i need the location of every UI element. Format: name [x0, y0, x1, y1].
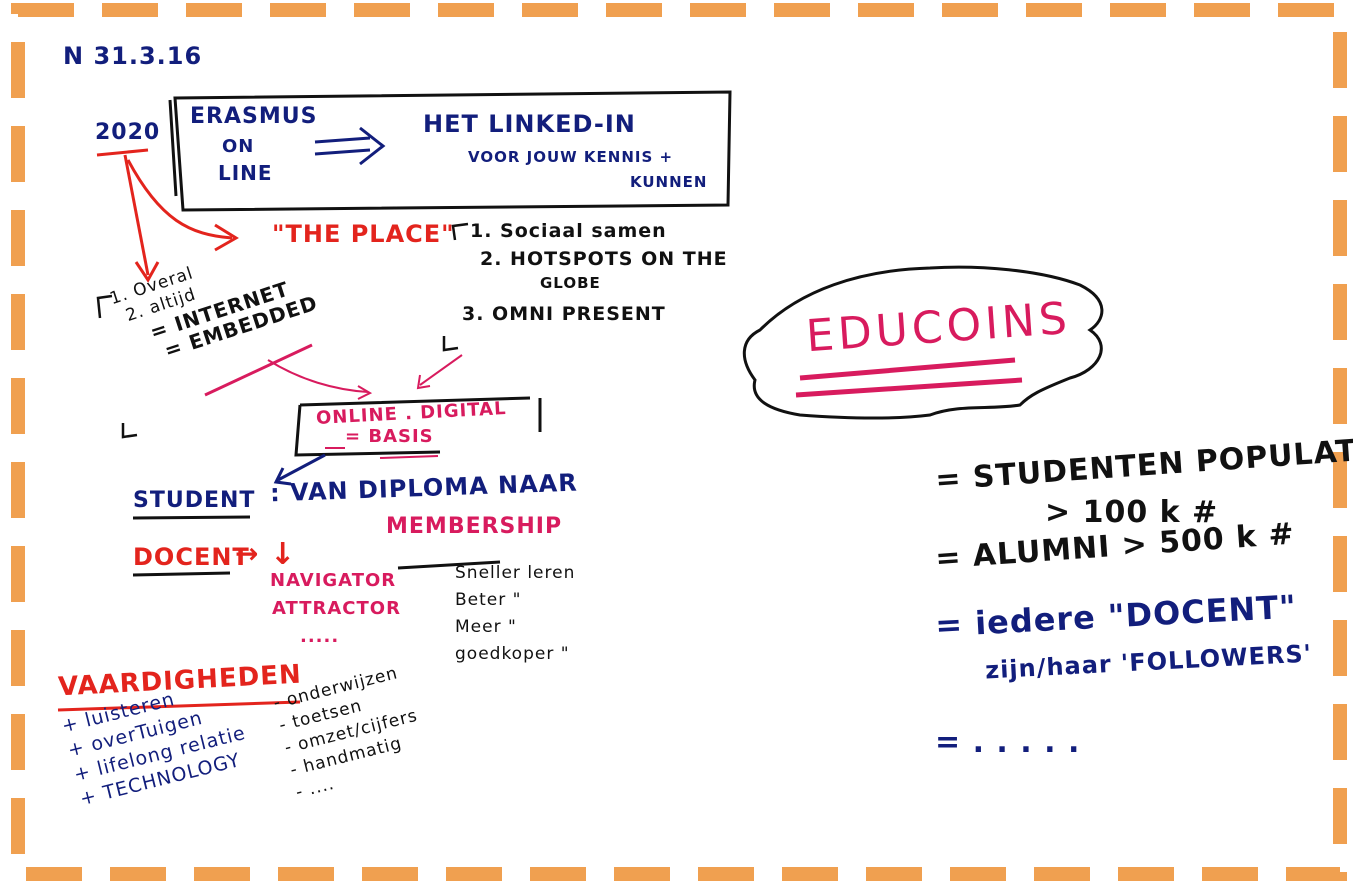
docent-dots: .....: [300, 626, 340, 647]
attractor-label: ATTRACTOR: [272, 598, 401, 619]
right-arrow-icon: →: [235, 537, 259, 570]
the-place-label: "THE PLACE": [272, 220, 455, 248]
linkedin-sub2: KUNNEN: [630, 173, 708, 191]
student-label: STUDENT: [133, 488, 256, 513]
place-item-1: 1. Sociaal samen: [470, 220, 667, 242]
leren-item-4: goedkoper ": [455, 644, 570, 664]
membership-label: MEMBERSHIP: [386, 514, 563, 539]
year-label: 2020: [95, 120, 161, 145]
date-label: N 31.3.16: [63, 42, 203, 70]
online-basis-label: = BASIS: [345, 426, 434, 447]
leren-item-1: Sneller leren: [455, 563, 576, 583]
place-item-2b: GLOBE: [540, 274, 601, 292]
erasmus-line1: ERASMUS: [190, 104, 318, 129]
erasmus-line3: LINE: [218, 161, 273, 185]
bullet-more: = . . . . .: [935, 725, 1081, 760]
down-arrow-icon: ↓: [270, 537, 296, 572]
erasmus-line2: ON: [222, 136, 255, 157]
linkedin-title: HET LINKED-IN: [423, 110, 636, 138]
leren-item-3: Meer ": [455, 617, 517, 637]
docent-label: DOCENT: [133, 543, 250, 571]
leren-item-2: Beter ": [455, 590, 522, 610]
place-item-2: 2. HOTSPOTS ON THE: [480, 248, 728, 270]
linkedin-sub1: VOOR JOUW KENNIS +: [468, 148, 674, 166]
place-item-3: 3. OMNI PRESENT: [462, 303, 666, 325]
navigator-label: NAVIGATOR: [270, 570, 397, 591]
bullet-studenten-count: > 100 k #: [1045, 495, 1219, 530]
